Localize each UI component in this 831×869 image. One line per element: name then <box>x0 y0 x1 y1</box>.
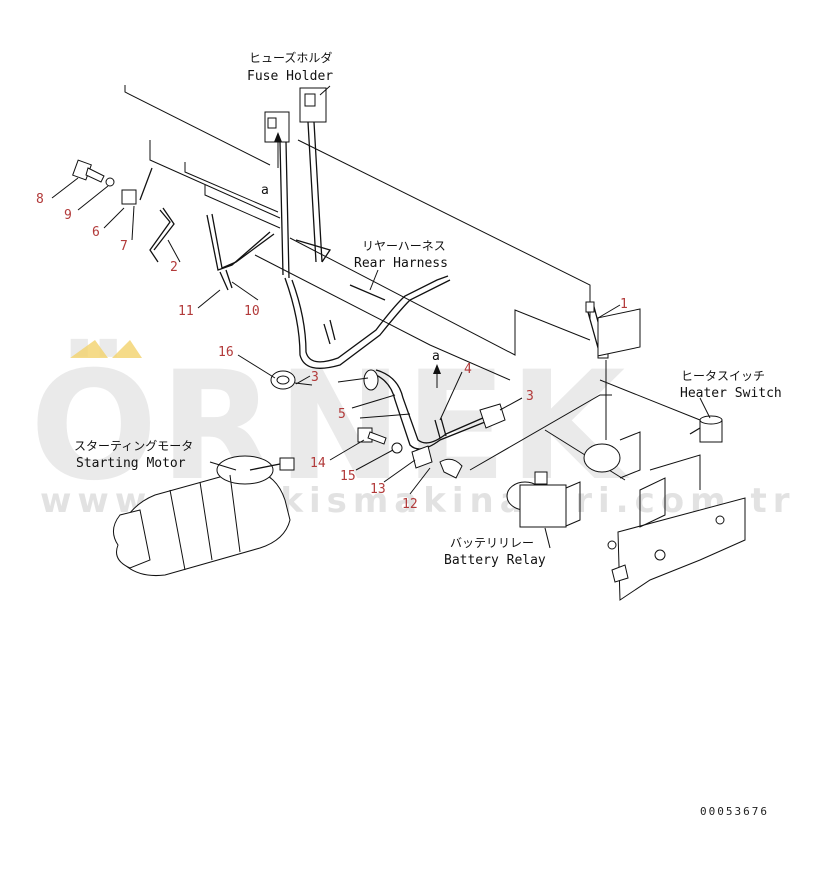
part-number-12: 12 <box>402 497 418 512</box>
part-number-8: 8 <box>36 192 44 207</box>
terminal-6-7 <box>121 167 153 205</box>
bolt-8 <box>72 159 105 183</box>
watermark-accent-right <box>112 340 142 358</box>
clip-16 <box>270 370 313 390</box>
part-numbers: 8 9 6 7 2 11 10 16 3 5 4 3 14 15 13 12 1 <box>36 192 628 512</box>
battery-relay-label-en: Battery Relay <box>444 553 546 568</box>
watermark-accent-left <box>70 340 108 358</box>
cable-2 <box>149 207 175 263</box>
battery-relay-front <box>506 471 581 528</box>
heater-switch-label-en: Heater Switch <box>680 386 782 401</box>
washer-9 <box>105 177 115 187</box>
part-number-11: 11 <box>178 304 194 319</box>
battery-cable <box>363 369 506 450</box>
fuse-holder-assembly <box>264 87 332 279</box>
part-number-3-lower: 3 <box>526 389 534 404</box>
part-number-13: 13 <box>370 482 386 497</box>
heater-switch-label-jp: ヒータスイッチ <box>681 369 765 383</box>
part-number-14: 14 <box>310 456 326 471</box>
battery-relay-rear <box>583 308 641 479</box>
view-a-top-label: a <box>261 183 269 198</box>
heater-switch <box>689 415 723 443</box>
part-number-15: 15 <box>340 469 356 484</box>
part-number-10: 10 <box>244 304 260 319</box>
part-number-1: 1 <box>620 297 628 312</box>
part-number-3-upper: 3 <box>311 370 319 385</box>
view-a-mid: a <box>432 349 441 388</box>
rear-harness <box>284 275 451 369</box>
view-a-top: a <box>261 132 282 198</box>
terminal-13 <box>411 445 433 469</box>
watermark: ÖRNEK www.ornekismakinalari.com.tr <box>30 338 789 521</box>
fuse-holder-label-jp: ヒューズホルダ <box>249 50 332 65</box>
starting-motor <box>113 455 295 576</box>
rear-harness-label-jp: リヤーハーネス <box>362 239 446 253</box>
component-labels: ヒューズホルダ Fuse Holder リヤーハーネス Rear Harness… <box>74 50 782 568</box>
part-number-7: 7 <box>120 239 128 254</box>
drawing-code: 00053676 <box>700 805 769 818</box>
leaders <box>51 85 711 549</box>
part-number-4: 4 <box>464 362 472 377</box>
battery-relay-label-jp: バッテリリレー <box>450 536 534 550</box>
starting-motor-label-en: Starting Motor <box>76 456 186 471</box>
part-number-6: 6 <box>92 225 100 240</box>
bolt-14 <box>357 427 387 445</box>
fuse-holder-label-en: Fuse Holder <box>247 69 333 84</box>
clamp-12 <box>439 458 463 479</box>
part-number-5: 5 <box>338 407 346 422</box>
part-number-16: 16 <box>218 345 234 360</box>
view-a-mid-label: a <box>432 349 440 364</box>
starting-motor-label-jp: スターティングモータ <box>74 439 193 453</box>
mounting-bracket <box>607 454 746 601</box>
part-number-2: 2 <box>170 260 178 275</box>
washer-15 <box>391 442 403 454</box>
cable-10-11 <box>206 213 275 291</box>
rear-harness-label-en: Rear Harness <box>354 256 448 271</box>
part-number-9: 9 <box>64 208 72 223</box>
